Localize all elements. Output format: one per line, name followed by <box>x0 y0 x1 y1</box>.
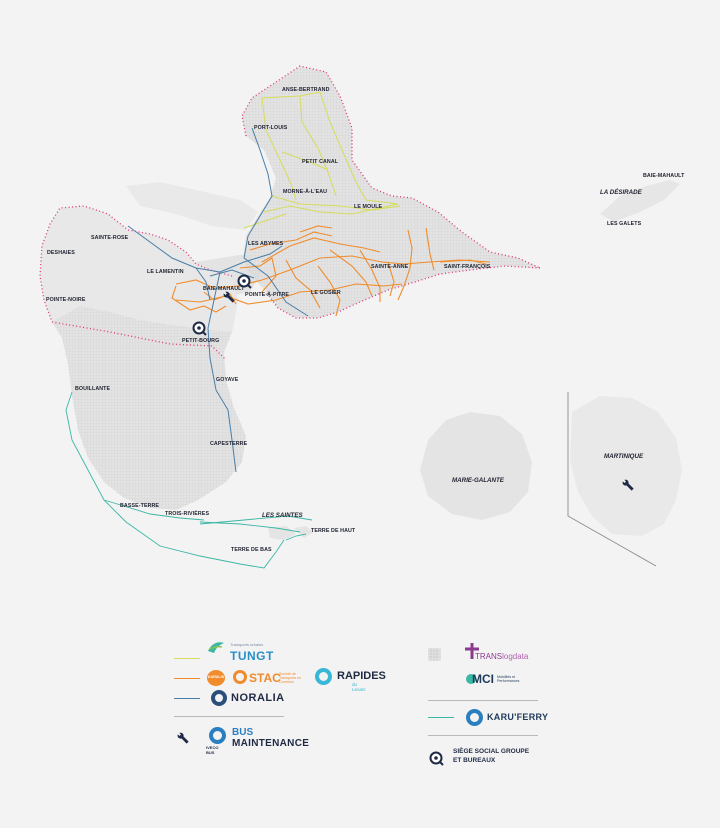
place-saint-francois: SAINT-FRANÇOIS <box>444 264 491 270</box>
karuferry-logo-icon <box>466 709 483 726</box>
transl-name-b: logdata <box>502 652 529 661</box>
hq-marker-icon <box>192 321 207 336</box>
hq-marker-icon <box>429 751 444 766</box>
rapides-name: RAPIDES <box>337 670 386 682</box>
hq-marker-icon <box>237 274 252 289</box>
place-baie-mahault-desirade: BAIE-MAHAULT <box>643 173 685 179</box>
siege-line2: ET BUREAUX <box>453 757 496 764</box>
place-terre-de-bas: TERRE DE BAS <box>231 547 272 553</box>
wrench-icon <box>622 479 634 491</box>
bus-maintenance-line2: MAINTENANCE <box>232 738 310 749</box>
place-anse-bertrand: ANSE-BERTRAND <box>282 87 330 93</box>
place-deshaies: DESHAIES <box>47 250 75 256</box>
karulis-badge-label: KARULIS <box>208 675 224 679</box>
stac-name: STAC <box>249 671 281 685</box>
siege-line1: SIÈGE SOCIAL GROUPE <box>453 748 530 755</box>
tungt-tagline: Transports urbains <box>230 642 264 647</box>
wrench-icon <box>223 291 235 303</box>
grande-terre-island <box>242 66 540 318</box>
grid-area-swatch <box>428 648 441 661</box>
place-bouillante: BOUILLANTE <box>75 386 110 392</box>
place-le-gosier: LE GOSIER <box>311 290 341 296</box>
transl-name-a: TRANS <box>475 652 503 661</box>
mci-name: MCI <box>472 672 494 686</box>
place-petit-canal: PETIT CANAL <box>302 159 339 165</box>
tungt-name: TUNGT <box>230 649 274 663</box>
place-baie-mahault: BAIE-MAHAULT <box>203 286 245 292</box>
marie-galante-island <box>420 412 532 520</box>
place-basse-terre: BASSE-TERRE <box>120 503 159 509</box>
tungt-logo: Transports urbains TUNGT <box>204 641 274 665</box>
place-morne-a-leau: MORNE-À-L'EAU <box>283 188 327 195</box>
place-port-louis: PORT-LOUIS <box>254 125 288 131</box>
stac-legend-line <box>174 678 200 679</box>
tungt-route-lines <box>243 91 401 229</box>
place-capesterre: CAPESTERRE <box>210 441 248 447</box>
place-labels: ANSE-BERTRAND PORT-LOUIS PETIT CANAL MOR… <box>46 87 685 553</box>
legend-separator <box>428 700 538 701</box>
ferry-route-lines <box>65 391 313 569</box>
bird-logo-icon <box>208 642 224 653</box>
island-les-saintes: LES SAINTES <box>262 512 303 519</box>
rapides-sub: du Lenaïs <box>352 682 366 692</box>
noralia-name: NORALIA <box>231 692 285 704</box>
place-pointe-noire: POINTE-NOIRE <box>46 297 86 303</box>
iveco-logo-icon <box>209 727 226 744</box>
karuferry-name: KARU'FERRY <box>487 712 549 722</box>
stac-tagline: Société de Transports en Commun <box>279 672 302 684</box>
island-marie-galante: MARIE-GALANTE <box>452 477 505 484</box>
rapides-logo-icon <box>315 668 332 685</box>
legend-separator <box>428 735 538 736</box>
place-terre-de-haut: TERRE DE HAUT <box>311 528 356 534</box>
tungt-legend-line <box>174 658 200 659</box>
la-desirade-island <box>600 180 680 222</box>
mci-logo-icon <box>466 674 476 684</box>
karulis-badge: KARULIS <box>207 670 225 686</box>
stac-logo-icon <box>233 670 247 684</box>
wrench-icon <box>177 732 189 744</box>
stac-route-lines <box>171 225 491 317</box>
noralia-logo-icon <box>211 690 227 706</box>
noralia-legend-line <box>174 698 200 699</box>
place-les-galets: LES GALETS <box>607 221 642 227</box>
island-martinique: MARTINIQUE <box>604 453 644 460</box>
mci-tagline: Mobilités et Performances <box>497 675 520 683</box>
martinique-island <box>570 396 682 536</box>
place-petit-bourg: PETIT-BOURG <box>182 338 219 344</box>
legend-separator <box>174 716 284 717</box>
place-les-abymes: LES ABYMES <box>248 241 284 247</box>
transl-logo-icon <box>465 643 479 659</box>
ferry-legend-line <box>428 717 454 718</box>
bus-maintenance-line1: BUS <box>232 727 254 738</box>
transl-name: TRANSlogdata <box>475 652 528 661</box>
place-trois-rivieres: TROIS-RIVIÈRES <box>165 509 209 517</box>
island-la-desirade: LA DÉSIRADE <box>600 188 643 196</box>
place-le-moule: LE MOULE <box>354 204 383 210</box>
place-sainte-anne: SAINTE-ANNE <box>371 264 409 270</box>
iveco-brand: IVECO BUS <box>206 745 219 755</box>
place-pointe-a-pitre: POINTE-À-PITRE <box>245 291 289 298</box>
place-le-lamentin: LE LAMENTIN <box>147 269 184 275</box>
place-goyave: GOYAVE <box>216 377 239 383</box>
place-sainte-rose: SAINTE-ROSE <box>91 235 129 241</box>
